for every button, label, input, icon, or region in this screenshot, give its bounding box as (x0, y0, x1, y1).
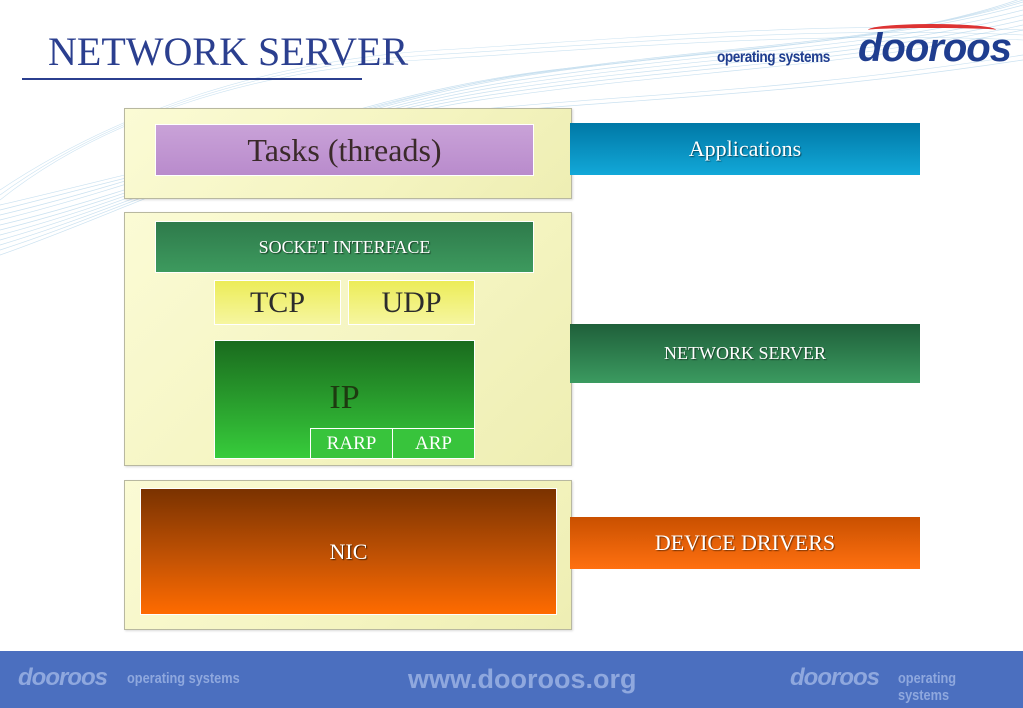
network-stack-group: SOCKET INTERFACE TCP UDP IP RARP ARP (124, 212, 572, 466)
footer-right-subtitle: operating systems (898, 670, 957, 704)
applications-layer: Applications (570, 123, 920, 175)
arp-box: ARP (392, 428, 475, 459)
rarp-box: RARP (310, 428, 393, 459)
tasks-group: Tasks (threads) (124, 108, 572, 199)
nic-box: NIC (140, 488, 557, 615)
ip-label: IP (329, 379, 360, 416)
page-title: NETWORK SERVER (48, 29, 409, 74)
ip-box: IP RARP ARP (214, 340, 475, 459)
footer-left-logo: dooroos (18, 664, 108, 691)
nic-group: NIC (124, 480, 572, 630)
tasks-box: Tasks (threads) (155, 124, 534, 176)
title-underline (22, 78, 362, 80)
footer-url[interactable]: www.dooroos.org (408, 664, 637, 694)
device-drivers-layer: DEVICE DRIVERS (570, 517, 920, 569)
socket-interface-box: SOCKET INTERFACE (155, 221, 534, 273)
brand-swoosh-icon (868, 24, 996, 36)
tcp-box: TCP (214, 280, 341, 325)
network-server-layer: NETWORK SERVER (570, 324, 920, 383)
brand-logo: dooroos (858, 26, 1012, 70)
brand-subtitle: operating systems (717, 49, 830, 66)
udp-box: UDP (348, 280, 475, 325)
footer-bar: dooroos operating systems www.dooroos.or… (0, 651, 1023, 708)
footer-right-logo: dooroos (790, 664, 880, 691)
footer-left-subtitle: operating systems (127, 670, 240, 687)
